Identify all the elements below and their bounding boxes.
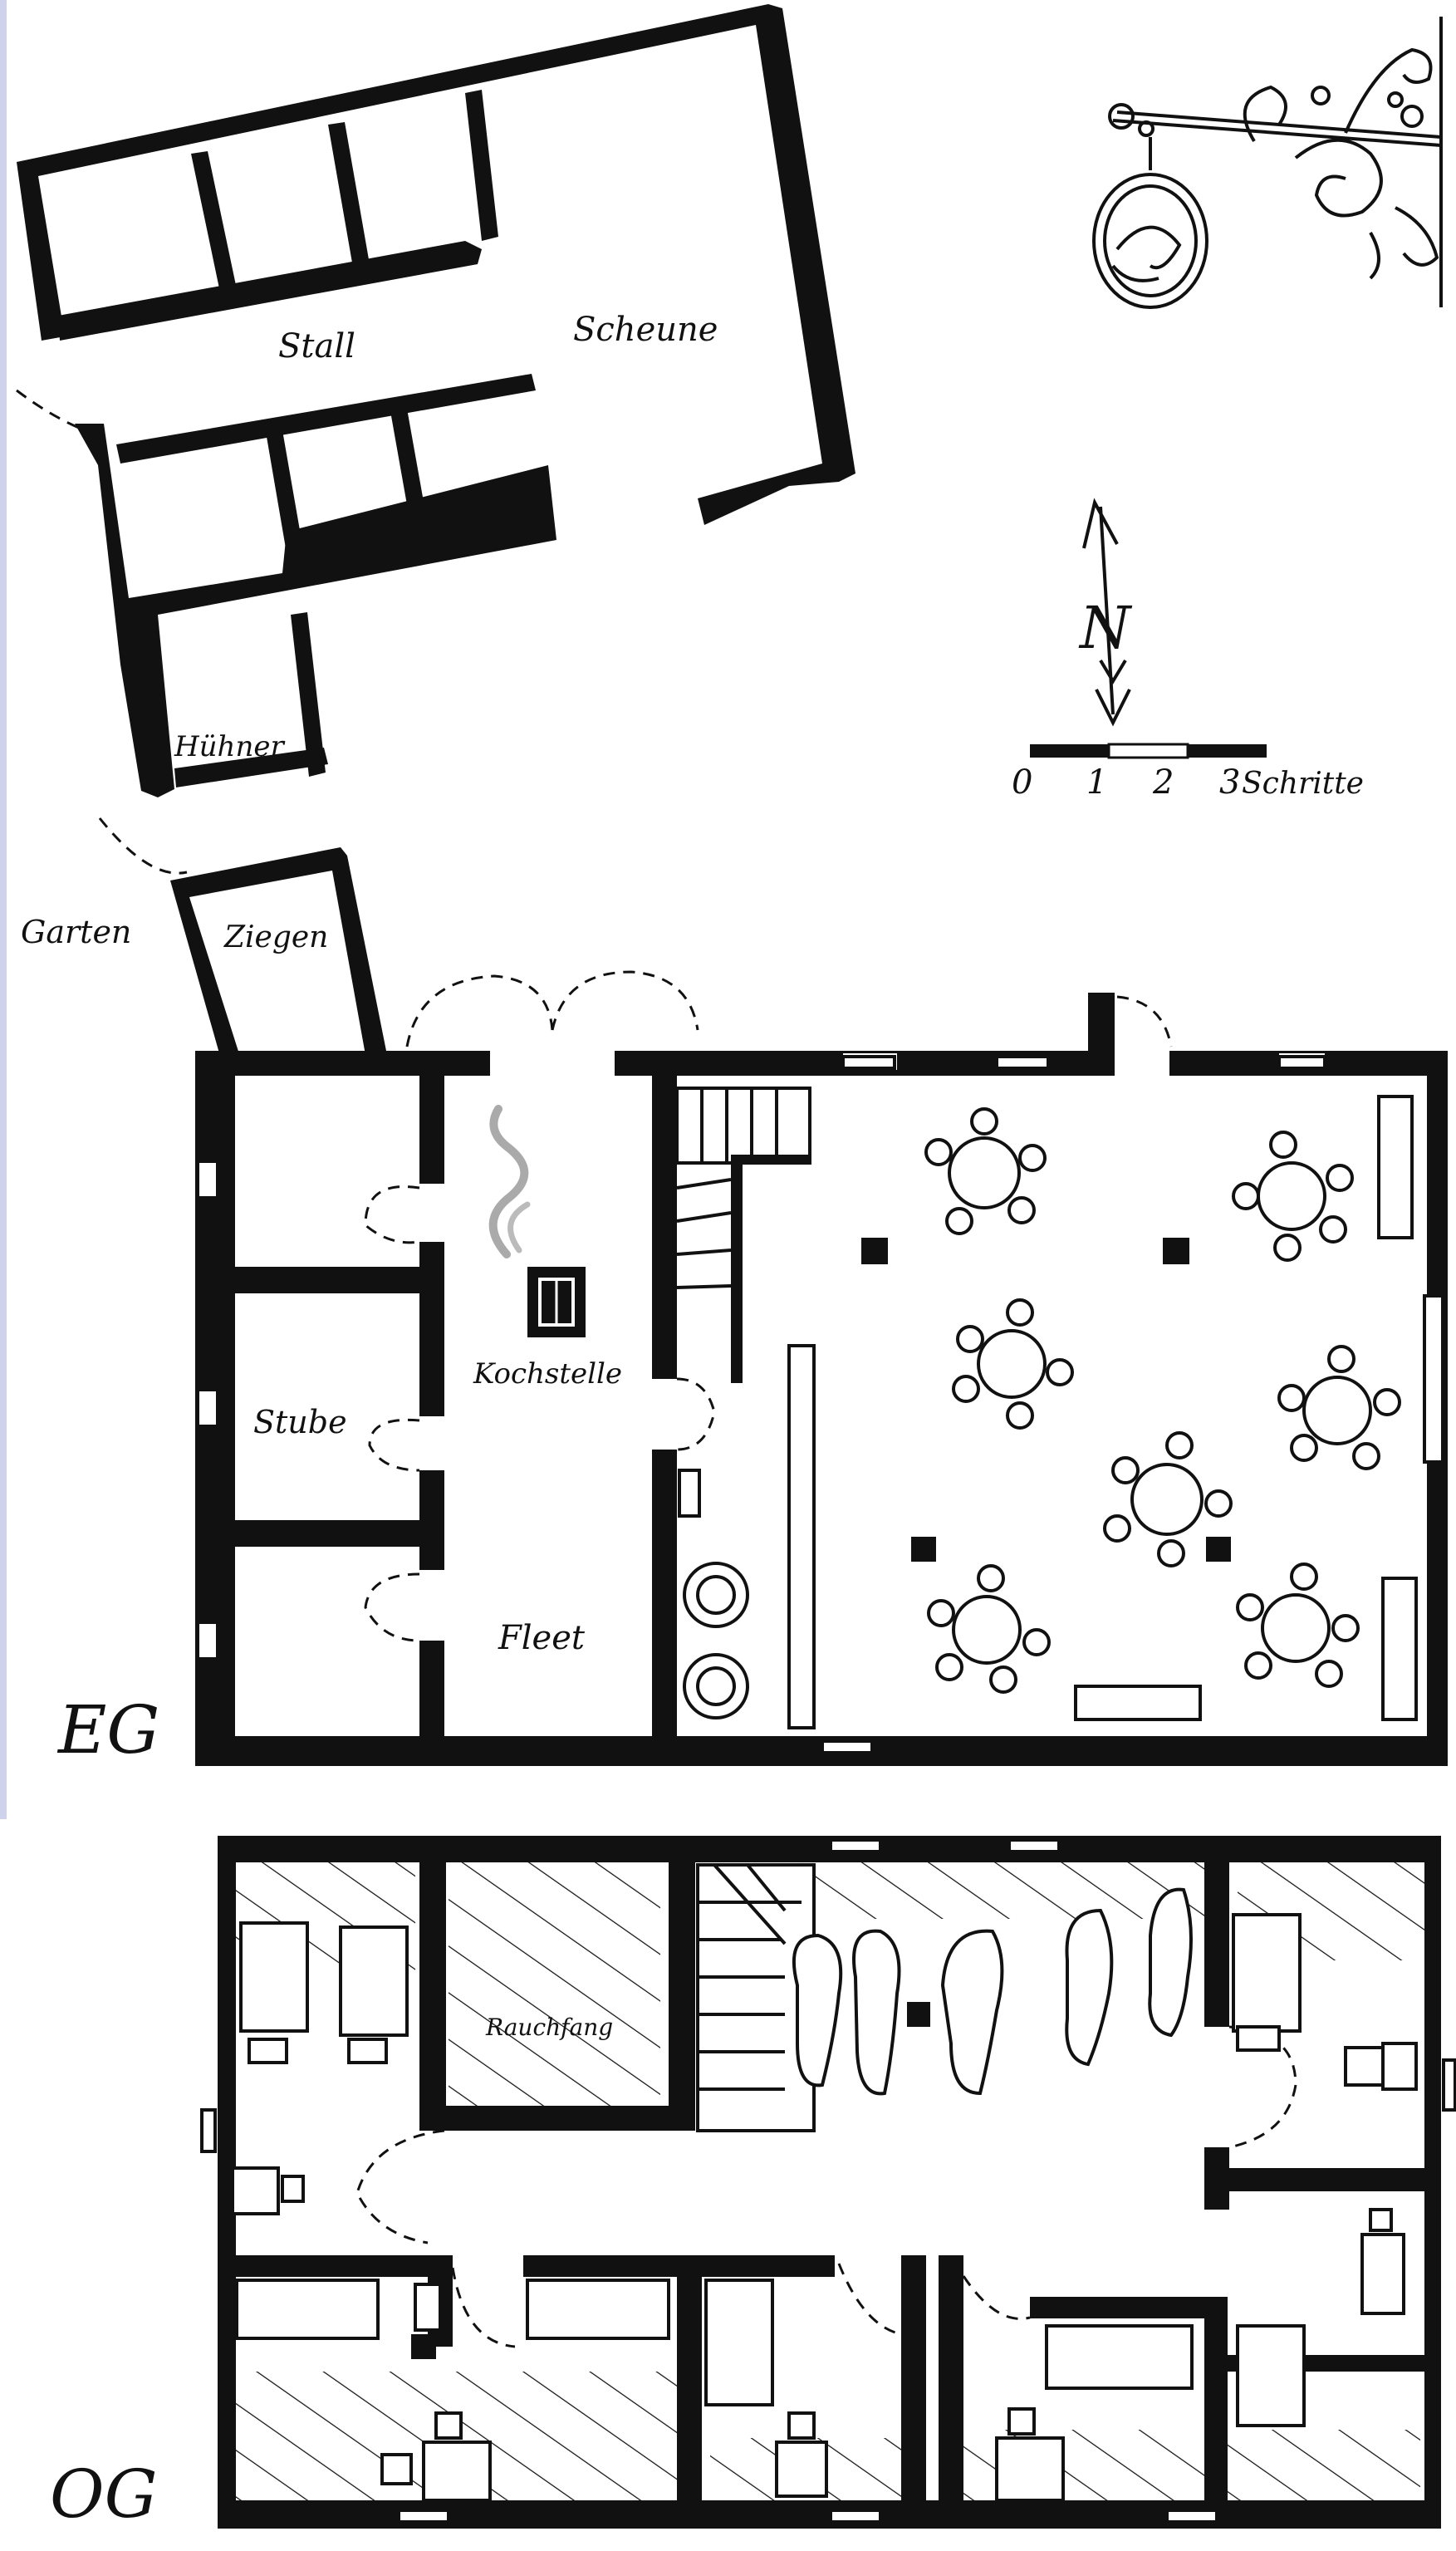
staircase bbox=[675, 1087, 811, 1383]
north-arrow-icon bbox=[1082, 498, 1131, 727]
scale-tick-0: 0 bbox=[1012, 763, 1032, 802]
hanging-sign-icon bbox=[1092, 17, 1443, 309]
label-garten: Garten bbox=[21, 914, 131, 950]
sacks bbox=[792, 1887, 1193, 2096]
compass-letter: N bbox=[1078, 594, 1133, 662]
scale-tick-1: 1 bbox=[1086, 763, 1107, 802]
scale-bar bbox=[1030, 743, 1267, 759]
label-eg: EG bbox=[56, 1691, 159, 1769]
scale-tick-3: 3 bbox=[1219, 763, 1240, 802]
label-og: OG bbox=[50, 2455, 158, 2533]
desks bbox=[231, 2042, 1418, 2502]
label-fleet: Fleet bbox=[498, 1619, 586, 1657]
ground-floor bbox=[195, 970, 1448, 1766]
fireplace-icon bbox=[527, 1267, 586, 1337]
scale-tick-2: 2 bbox=[1152, 763, 1174, 802]
scan-edge bbox=[0, 0, 7, 1819]
label-stube: Stube bbox=[253, 1404, 347, 1440]
label-kochstelle: Kochstelle bbox=[473, 1357, 622, 1391]
barn-building bbox=[16, 4, 855, 875]
barrels bbox=[678, 1469, 749, 1719]
label-stall: Stall bbox=[278, 327, 355, 365]
upper-floor bbox=[200, 1836, 1456, 2529]
label-ziegen: Ziegen bbox=[223, 920, 328, 954]
goat-shed bbox=[170, 847, 386, 1065]
scale-unit: Schritte bbox=[1242, 767, 1364, 801]
smoke-icon bbox=[488, 1105, 531, 1258]
label-huehner: Hühner bbox=[174, 730, 285, 763]
beds bbox=[235, 1913, 1306, 2427]
tavern-tables bbox=[924, 1107, 1401, 1694]
label-rauchfang: Rauchfang bbox=[485, 2014, 613, 2041]
label-scheune: Scheune bbox=[573, 311, 718, 349]
